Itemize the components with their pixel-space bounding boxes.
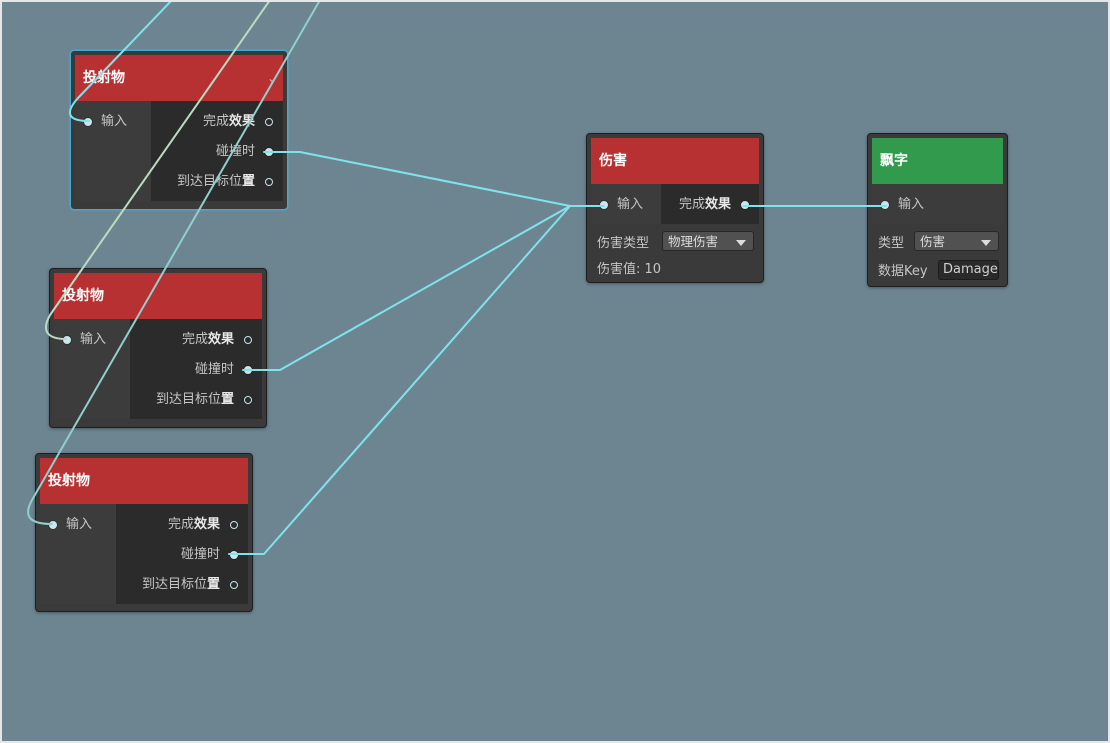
dropdown-arrow-icon — [736, 240, 746, 246]
floating-text-node[interactable]: 飘字 输入 类型 伤害 数据Key Damage — [867, 133, 1008, 287]
port-label: 到达目标位置 — [176, 174, 255, 189]
damage-type-dropdown[interactable]: 物理伤害 — [662, 231, 754, 251]
type-dropdown[interactable]: 伤害 — [914, 231, 999, 251]
node-header[interactable]: 投射物 — [54, 273, 262, 319]
port-connector-icon[interactable] — [49, 521, 57, 529]
port-label: 碰撞时 — [215, 144, 255, 159]
port-connector-icon[interactable] — [230, 551, 238, 559]
port-label: 完成效果 — [202, 114, 255, 129]
port-label: 输入 — [101, 114, 128, 129]
port-label: 碰撞时 — [180, 547, 220, 562]
input-panel: 输入 — [872, 184, 1003, 224]
wire-projectile-1-to-damage — [263, 151, 605, 207]
port-label: 完成效果 — [678, 197, 731, 212]
input-panel: 输入 — [75, 101, 151, 201]
port-connector-icon[interactable] — [265, 178, 273, 186]
node-title: 伤害 — [599, 153, 627, 169]
wire-projectile-2-to-damage — [242, 205, 571, 371]
port-connector-icon[interactable] — [63, 336, 71, 344]
port-label: 输入 — [80, 332, 107, 347]
port-connector-icon[interactable] — [244, 366, 252, 374]
projectile-node-2[interactable]: 投射物 输入 完成效果 碰撞时 到达目标位置 — [49, 268, 267, 428]
projectile-node-3[interactable]: 投射物 输入 完成效果 碰撞时 到达目标位置 — [35, 453, 253, 612]
port-connector-icon[interactable] — [265, 118, 273, 126]
output-panel: 完成效果 碰撞时 到达目标位置 — [116, 504, 248, 604]
port-connector-icon[interactable] — [244, 396, 252, 404]
port-label: 输入 — [898, 197, 925, 212]
port-label: 输入 — [66, 517, 93, 532]
output-panel: 完成效果 碰撞时 到达目标位置 — [130, 319, 262, 419]
port-connector-icon[interactable] — [265, 148, 273, 156]
node-header[interactable]: 飘字 — [872, 138, 1003, 184]
output-panel: 完成效果 — [661, 184, 759, 224]
port-label: 到达目标位置 — [155, 392, 234, 407]
dropdown-value: 物理伤害 — [668, 234, 719, 249]
dropdown-arrow-icon — [981, 240, 991, 246]
node-title: 投射物 — [62, 288, 104, 304]
port-connector-icon[interactable] — [84, 118, 92, 126]
chevron-down-icon[interactable]: ⌄ — [266, 71, 277, 85]
data-key-label: 数据Key — [878, 264, 928, 279]
node-title: 飘字 — [880, 153, 908, 169]
port-connector-icon[interactable] — [741, 201, 749, 209]
type-label: 类型 — [878, 236, 905, 251]
dropdown-value: 伤害 — [920, 234, 946, 249]
port-label: 完成效果 — [167, 517, 220, 532]
data-key-input[interactable]: Damage — [938, 260, 999, 280]
port-connector-icon[interactable] — [244, 336, 252, 344]
port-label: 碰撞时 — [194, 362, 234, 377]
input-panel: 输入 — [591, 184, 661, 224]
port-connector-icon[interactable] — [230, 521, 238, 529]
node-header[interactable]: 伤害 — [591, 138, 759, 184]
node-header[interactable]: 投射物 — [40, 458, 248, 504]
port-connector-icon[interactable] — [881, 201, 889, 209]
wire-projectile-3-to-damage — [228, 205, 571, 555]
port-label: 输入 — [617, 197, 644, 212]
projectile-node-1[interactable]: 投射物 ⌄ 输入 完成效果 碰撞时 到达目标位置 — [70, 50, 288, 210]
port-connector-icon[interactable] — [600, 201, 608, 209]
node-header[interactable]: 投射物 ⌄ — [75, 55, 283, 101]
output-panel: 完成效果 碰撞时 到达目标位置 — [151, 101, 283, 201]
node-title: 投射物 — [83, 70, 125, 86]
input-panel: 输入 — [54, 319, 130, 419]
input-panel: 输入 — [40, 504, 116, 604]
damage-type-label: 伤害类型 — [597, 236, 650, 251]
node-title: 投射物 — [48, 473, 90, 489]
port-label: 到达目标位置 — [141, 577, 220, 592]
port-connector-icon[interactable] — [230, 581, 238, 589]
damage-node[interactable]: 伤害 输入 完成效果 伤害类型 物理伤害 伤害值: 10 — [586, 133, 764, 283]
port-label: 完成效果 — [181, 332, 234, 347]
damage-value-label: 伤害值: 10 — [597, 262, 662, 277]
